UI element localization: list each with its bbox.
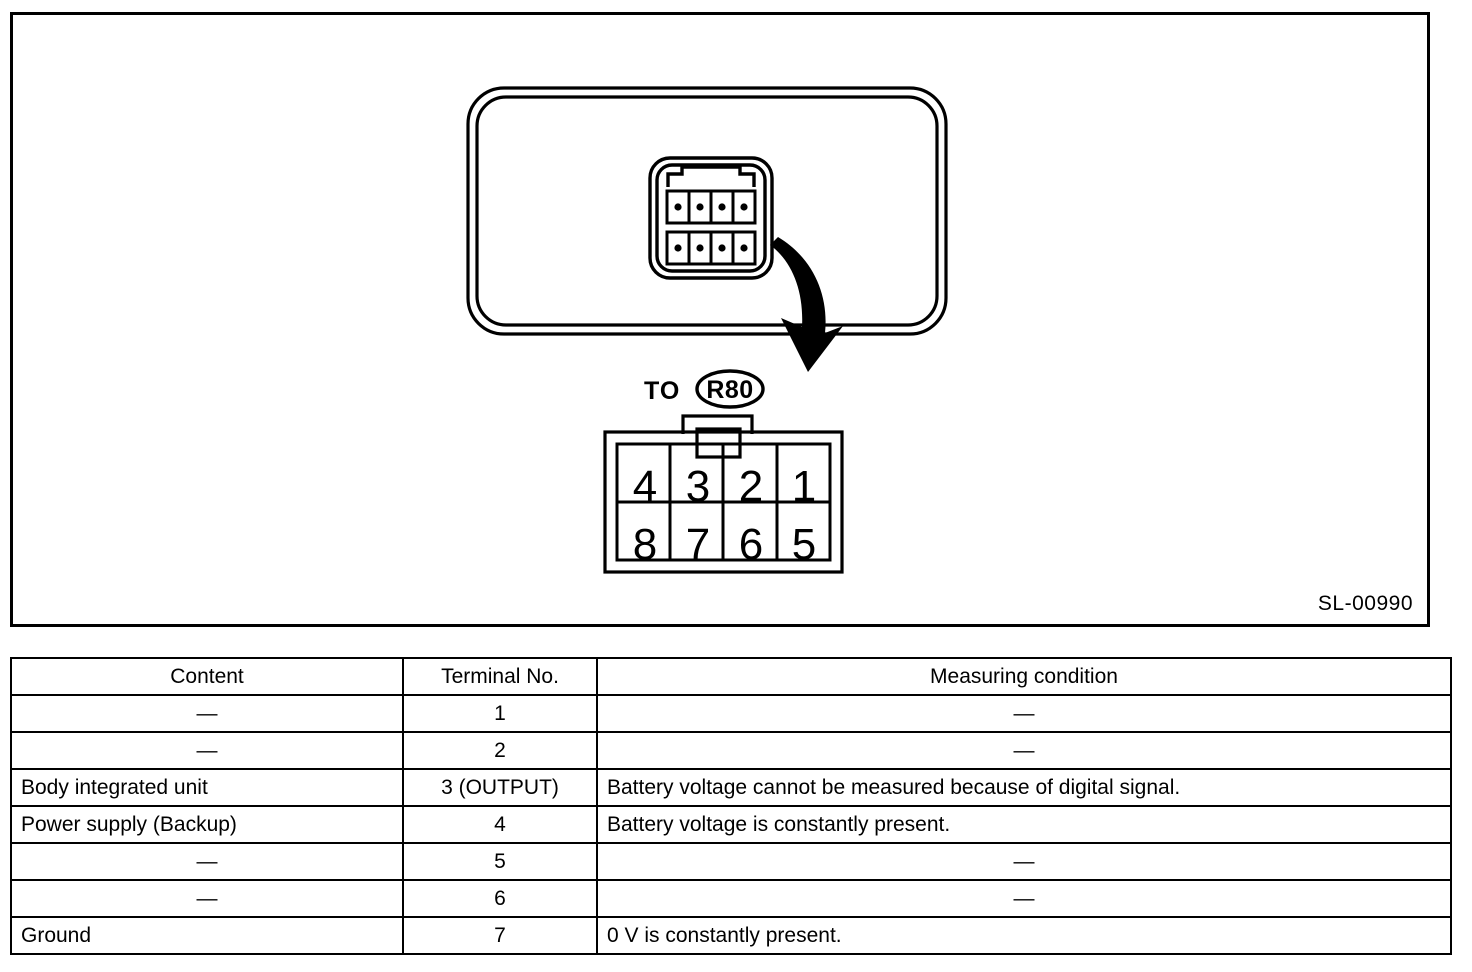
cell-content: — xyxy=(10,879,404,918)
figure-frame: TO R80 4 3 2 1 8 7 6 5 SL-00990 xyxy=(10,12,1430,627)
table-header: Content Terminal No. Measuring condition xyxy=(10,657,1452,696)
pin-number-7: 7 xyxy=(685,520,711,569)
cell-terminal-no: 7 xyxy=(402,916,598,955)
callout-target-ellipse xyxy=(695,369,765,409)
column-header-condition: Measuring condition xyxy=(596,657,1452,696)
cell-terminal-no: 3 (OUTPUT) xyxy=(402,768,598,807)
cell-terminal-no: 6 xyxy=(402,879,598,918)
small-connector xyxy=(648,156,774,280)
column-header-content: Content xyxy=(10,657,404,696)
pin-number-8: 8 xyxy=(632,520,658,569)
pin-number-6: 6 xyxy=(738,520,764,569)
cell-terminal-no: 4 xyxy=(402,805,598,844)
table-row: —5— xyxy=(10,842,1452,881)
callout-to-label: TO xyxy=(644,377,681,405)
table-row: —2— xyxy=(10,731,1452,770)
pin-layout-connector xyxy=(603,414,844,574)
cell-measuring-condition: Battery voltage cannot be measured becau… xyxy=(596,768,1452,807)
callout-arrow xyxy=(770,237,843,372)
cell-content: — xyxy=(10,842,404,881)
table-row: —6— xyxy=(10,879,1452,918)
figure-code: SL-00990 xyxy=(1317,592,1413,615)
cell-terminal-no: 2 xyxy=(402,731,598,770)
cell-content: Body integrated unit xyxy=(10,768,404,807)
cell-terminal-no: 1 xyxy=(402,694,598,733)
cell-content: — xyxy=(10,731,404,770)
cell-content: — xyxy=(10,694,404,733)
cell-terminal-no: 5 xyxy=(402,842,598,881)
column-header-terminal: Terminal No. xyxy=(402,657,598,696)
cell-measuring-condition: 0 V is constantly present. xyxy=(596,916,1452,955)
housing-outline xyxy=(466,86,948,336)
connector-illustration xyxy=(466,86,948,574)
cell-measuring-condition: — xyxy=(596,694,1452,733)
table-header-row: Content Terminal No. Measuring condition xyxy=(10,657,1452,696)
cell-measuring-condition: — xyxy=(596,731,1452,770)
callout-target-label: R80 xyxy=(706,376,754,404)
cell-measuring-condition: — xyxy=(596,879,1452,918)
pin-number-5: 5 xyxy=(791,520,817,569)
pin-number-2: 2 xyxy=(738,462,764,511)
pin-number-1: 1 xyxy=(791,462,817,511)
small-connector-pin-dots xyxy=(674,203,748,252)
cell-content: Ground xyxy=(10,916,404,955)
pin-number-4: 4 xyxy=(632,462,658,511)
terminal-spec-table: Content Terminal No. Measuring condition… xyxy=(10,657,1452,955)
cell-measuring-condition: — xyxy=(596,842,1452,881)
table-row: —1— xyxy=(10,694,1452,733)
cell-content: Power supply (Backup) xyxy=(10,805,404,844)
cell-measuring-condition: Battery voltage is constantly present. xyxy=(596,805,1452,844)
pin-number-3: 3 xyxy=(685,462,711,511)
